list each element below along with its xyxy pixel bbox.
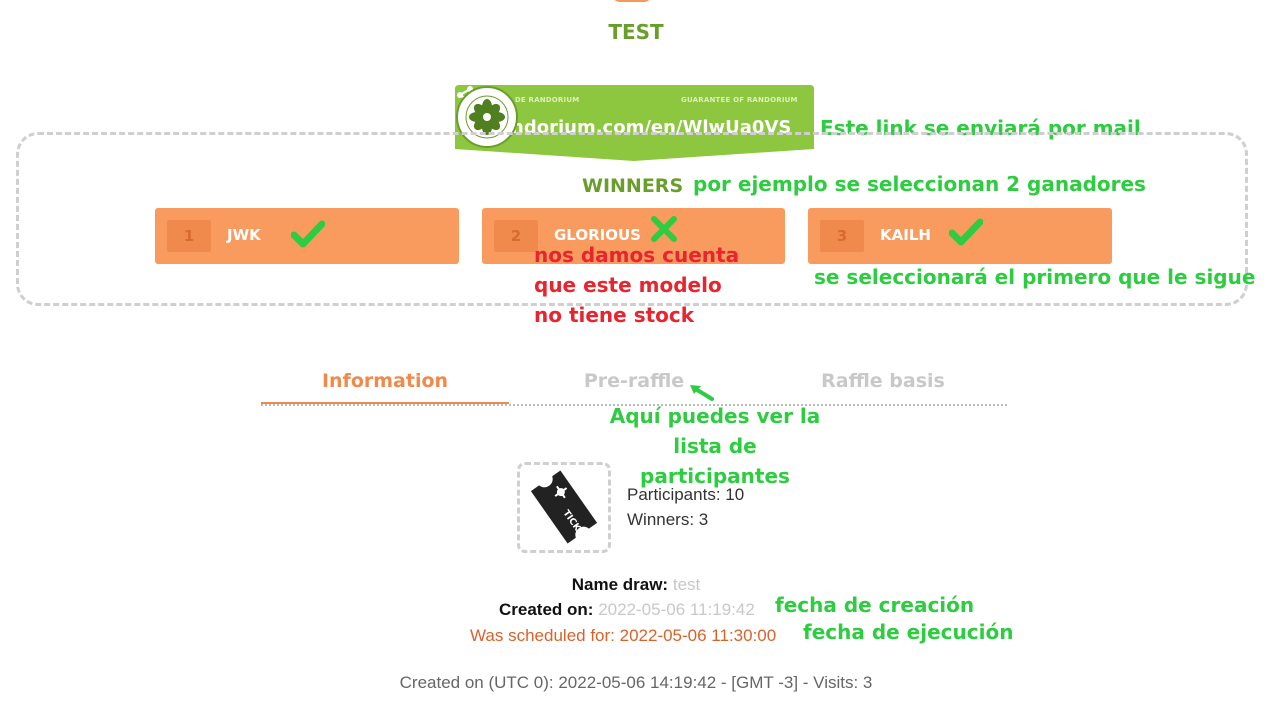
winner-name: GLORIOUS	[554, 226, 641, 244]
no-stock-line: no tiene stock	[534, 303, 695, 327]
footer-info: Created on (UTC 0): 2022-05-06 14:19:42 …	[399, 673, 873, 692]
winners-count: Winners: 3	[627, 510, 709, 529]
tab-bar: Information Pre-raffle Raffle basis	[261, 362, 1007, 406]
creation-date-note: fecha de creación	[775, 593, 975, 617]
banner-right-text: GUARANTEE OF RANDORIUM	[681, 96, 798, 104]
top-tab-decoration	[612, 0, 652, 2]
winner-number: 1	[167, 220, 211, 252]
name-draw-value: test	[672, 575, 701, 594]
scheduled-label: Was scheduled for:	[470, 626, 615, 645]
winners-example-note: por ejemplo se seleccionan 2 ganadores	[693, 172, 1146, 196]
winners-panel	[16, 132, 1248, 306]
check-icon	[291, 220, 325, 248]
winner-card-2: 2 GLORIOUS	[482, 208, 785, 264]
participants-note-line: lista de participantes	[640, 434, 790, 488]
winner-number: 3	[820, 220, 864, 252]
participants-count: Participants: 10	[627, 485, 745, 504]
no-stock-line: nos damos cuenta	[534, 243, 740, 267]
winner-card-3: 3 KAILH	[808, 208, 1112, 264]
arrow-icon	[690, 385, 714, 401]
no-stock-line: que este modelo	[534, 273, 722, 297]
tab-pre-raffle[interactable]: Pre-raffle	[583, 370, 685, 392]
execution-date-note: fecha de ejecución	[803, 620, 1014, 644]
winner-number: 2	[494, 220, 538, 252]
winners-heading: WINNERS	[582, 175, 684, 197]
tab-raffle-basis[interactable]: Raffle basis	[821, 370, 945, 392]
scheduled-row: Was scheduled for: 2022-05-06 11:30:00	[470, 626, 776, 646]
winner-name: KAILH	[880, 226, 931, 244]
check-icon	[949, 218, 983, 246]
name-draw-row: Name draw: test	[0, 575, 1272, 595]
ticket-frame: TICKET	[517, 462, 611, 553]
winner-card-1: 1 JWK	[155, 208, 459, 264]
banner-shape	[455, 85, 814, 161]
created-row: Created on: 2022-05-06 11:19:42	[499, 600, 755, 620]
banner-left-text: GARANTÍA DE RANDORIUM	[470, 96, 580, 104]
link-mail-note: Este link se enviará por mail	[820, 116, 1141, 140]
no-stock-note: nos damos cuenta que este modelo no tien…	[534, 240, 739, 330]
created-value: 2022-05-06 11:19:42	[598, 600, 755, 619]
raffle-title: TEST	[608, 20, 664, 44]
participants-note: Aquí puedes ver la lista de participante…	[602, 401, 828, 491]
scheduled-value: 2022-05-06 11:30:00	[619, 626, 777, 645]
winner-name: JWK	[227, 226, 261, 244]
cross-icon	[651, 216, 677, 242]
tab-information[interactable]: Information	[261, 370, 509, 404]
participants-note-line: Aquí puedes ver la	[609, 404, 821, 428]
name-draw-label: Name draw:	[571, 575, 669, 594]
next-selected-note: se seleccionará el primero que le sigue	[814, 265, 1256, 289]
ticket-icon: TICKET	[530, 470, 598, 544]
created-label: Created on:	[499, 600, 594, 619]
